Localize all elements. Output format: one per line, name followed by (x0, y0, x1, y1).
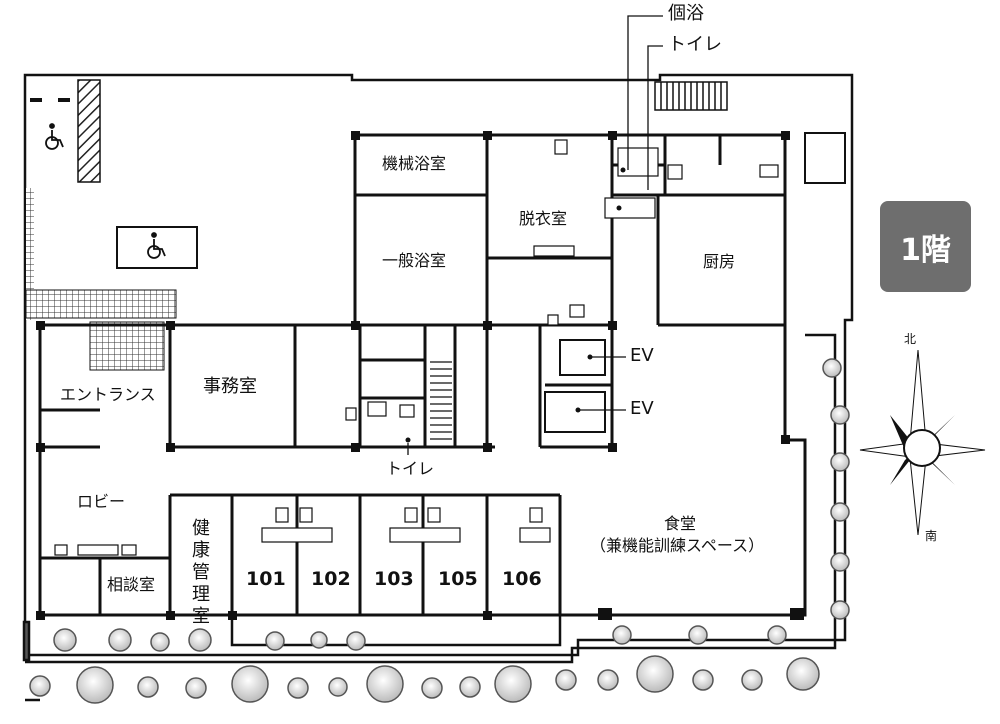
callout-ev-1: EV (630, 345, 654, 366)
room-lobby: ロビー (77, 492, 126, 511)
compass-south-label: 南 (925, 529, 938, 543)
sanitary-fixtures (54, 139, 779, 556)
room-changing: 脱衣室 (519, 209, 568, 228)
room-dining: 食堂 (664, 514, 697, 533)
parking-area (25, 79, 198, 371)
unit-105: 105 (438, 568, 478, 590)
outdoor-unit (804, 132, 846, 184)
room-consultation: 相談室 (107, 575, 156, 594)
room-toilet: トイレ (386, 459, 435, 478)
building-walls (38, 133, 807, 647)
room-health: 健康管理室 (192, 518, 210, 627)
trees (29, 358, 850, 704)
floor-badge: 1階 (880, 201, 971, 292)
unit-106: 106 (502, 568, 542, 590)
perimeter-path (22, 333, 837, 664)
callout-private-bath: 個浴 (668, 3, 704, 24)
room-entrance: エントランス (60, 385, 156, 404)
wheelchair-icon (45, 123, 64, 150)
unit-103: 103 (374, 568, 414, 590)
wall-posts (36, 131, 804, 620)
indoor-stairs (430, 361, 452, 440)
wheelchair-icon (147, 232, 166, 259)
room-office: 事務室 (203, 376, 257, 397)
room-kitchen: 厨房 (703, 252, 736, 271)
compass-icon (859, 349, 986, 536)
callout-toilet: トイレ (668, 34, 722, 55)
unit-102: 102 (311, 568, 351, 590)
callout-ev-2: EV (630, 398, 654, 419)
callout-lines (407, 15, 663, 455)
room-general-bath: 一般浴室 (382, 251, 447, 270)
outdoor-stairs (654, 81, 728, 111)
unit-101: 101 (246, 568, 286, 590)
fixture-dots (405, 167, 626, 443)
compass-north-label: 北 (904, 332, 917, 346)
site-outline (23, 73, 854, 702)
room-machine-bath: 機械浴室 (382, 154, 447, 173)
room-dining-sub: （兼機能訓練スペース） (590, 536, 765, 555)
